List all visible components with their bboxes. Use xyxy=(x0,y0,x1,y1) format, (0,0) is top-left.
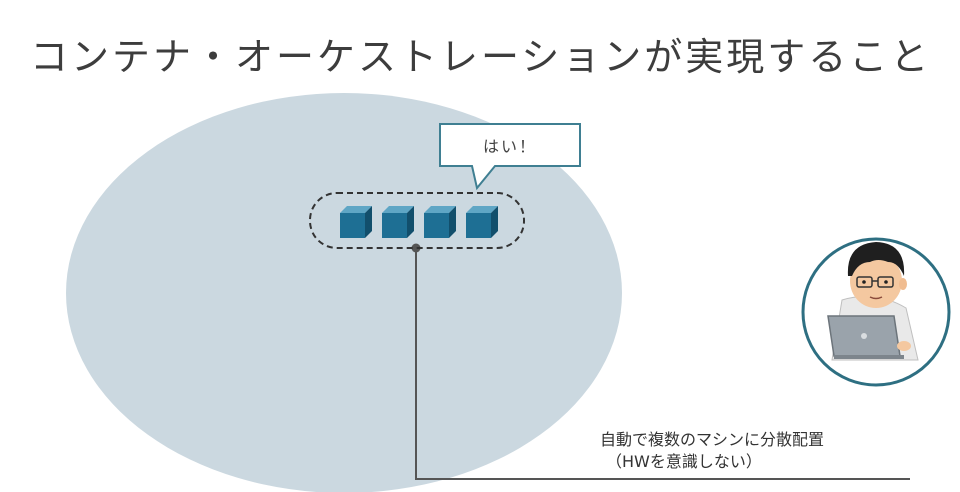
container-cube-side xyxy=(365,206,372,238)
container-cube xyxy=(340,206,372,238)
container-cube-front xyxy=(466,213,491,238)
container-cube xyxy=(424,206,456,238)
speech-bubble-frame xyxy=(439,123,581,191)
container-cube-front xyxy=(424,213,449,238)
avatar-eye-left xyxy=(862,280,866,284)
container-cube-top xyxy=(382,206,414,213)
container-set xyxy=(340,206,498,238)
container-cube-front xyxy=(340,213,365,238)
container-cube-top xyxy=(340,206,372,213)
speech-bubble-text: はい！ xyxy=(482,137,537,156)
connector-dot xyxy=(411,243,421,253)
speech-bubble xyxy=(439,123,581,191)
laptop-base xyxy=(834,355,904,359)
connector-line xyxy=(415,248,910,480)
avatar-mouth xyxy=(869,296,883,300)
developer-with-laptop-icon xyxy=(801,237,951,387)
avatar-ear xyxy=(899,278,907,290)
caption-line-2: （HWを意識しない） xyxy=(606,452,762,471)
container-cube-top xyxy=(424,206,456,213)
container-cube-front xyxy=(382,213,407,238)
container-cube-side xyxy=(491,206,498,238)
avatar-hand xyxy=(897,341,911,351)
caption: 自動で複数のマシンに分散配置 （HWを意識しない） xyxy=(600,429,824,473)
container-cube xyxy=(466,206,498,238)
container-cube-top xyxy=(466,206,498,213)
container-cube-side xyxy=(449,206,456,238)
avatar-hair xyxy=(847,242,905,276)
container-cube-side xyxy=(407,206,414,238)
avatar-eye-right xyxy=(884,280,888,284)
avatar-glasses-left xyxy=(856,276,873,288)
container-cube xyxy=(382,206,414,238)
laptop-logo xyxy=(861,333,867,339)
avatar-glasses-right xyxy=(877,276,894,288)
container-group-outline xyxy=(309,192,525,249)
slide-title: コンテナ・オーケストレーションが実現すること xyxy=(30,35,932,79)
caption-line-1: 自動で複数のマシンに分散配置 xyxy=(600,430,825,449)
